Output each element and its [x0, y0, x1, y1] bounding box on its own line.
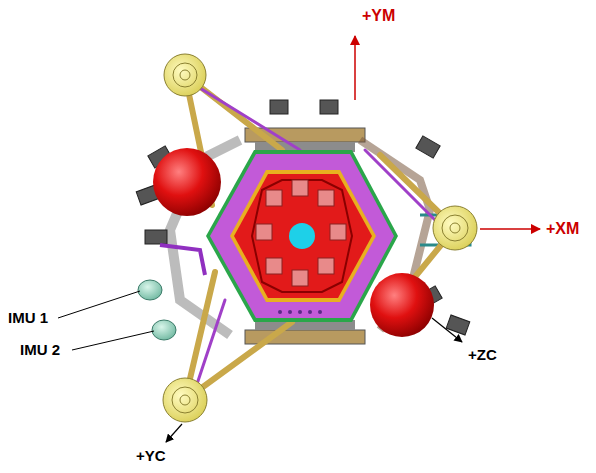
imu-unit	[138, 280, 162, 300]
axis-label: +XM	[546, 219, 579, 238]
footpad	[163, 54, 477, 422]
part-label: IMU 2	[20, 341, 60, 359]
central-deck	[206, 150, 398, 322]
landing-legs	[185, 75, 455, 400]
imu-unit	[152, 320, 176, 340]
axis-label: +YM	[362, 6, 395, 25]
axis-arrow	[166, 424, 182, 442]
axis-arrow	[432, 318, 462, 342]
structure	[136, 100, 470, 344]
propellant-tank	[370, 273, 434, 337]
leader-line	[72, 331, 154, 350]
axis-arrow	[354, 36, 356, 100]
leader-line	[58, 291, 140, 318]
axis-label: +ZC	[468, 346, 497, 364]
part-label: IMU 1	[8, 309, 48, 327]
axis-arrow	[480, 228, 540, 230]
axis-label: +YC	[136, 447, 166, 465]
propellant-tank	[153, 148, 221, 216]
